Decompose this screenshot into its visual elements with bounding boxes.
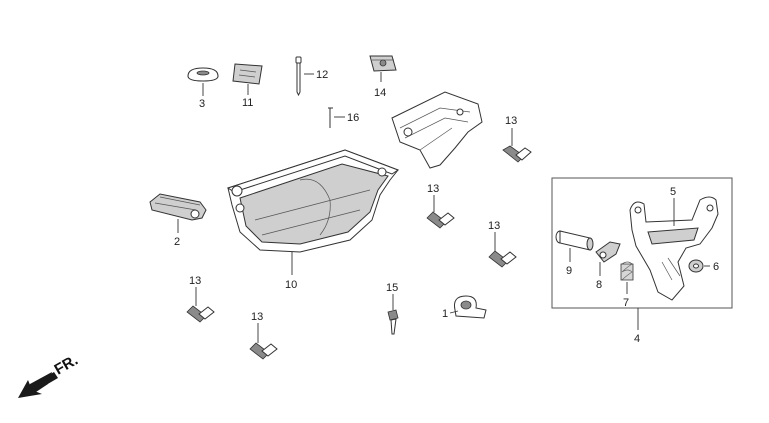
part-9-shaft: [555, 230, 594, 251]
part-5-hook-bracket: [629, 196, 719, 301]
callout-3: 3: [199, 98, 205, 110]
callout-4: 4: [634, 333, 640, 345]
part-15-screw: [387, 309, 399, 335]
part-13-bolt-e: [249, 342, 278, 360]
part-11-pad: [232, 63, 263, 85]
part-10-luggage-box: [226, 149, 400, 253]
part-7-spring: [620, 261, 634, 281]
callout-7: 7: [623, 297, 629, 309]
callout-13-f: 13: [251, 311, 263, 323]
callout-2: 2: [174, 236, 180, 248]
callout-10: 10: [285, 279, 297, 291]
callout-13-c: 13: [488, 220, 500, 232]
part-2-bracket: [149, 193, 207, 221]
part-16-small-pin: [328, 107, 333, 128]
front-direction-arrow: [18, 372, 58, 398]
callout-11: 11: [242, 97, 253, 109]
callout-6: 6: [713, 261, 719, 273]
callout-13-a: 13: [505, 115, 517, 127]
part-1-clamp: [454, 295, 487, 319]
callout-16: 16: [347, 112, 359, 124]
callout-13-b: 13: [427, 183, 439, 195]
part-8-lever: [595, 241, 621, 263]
part-13-bolt-a: [502, 145, 532, 163]
part-12-pin: [295, 56, 302, 97]
callout-1: 1: [442, 308, 448, 320]
part-13-bolt-b: [426, 211, 455, 229]
callout-8: 8: [596, 279, 602, 291]
callout-5: 5: [670, 186, 676, 198]
callout-12: 12: [316, 69, 328, 81]
part-13-bolt-c: [488, 250, 517, 268]
part-13-bolt-d: [186, 305, 215, 323]
part-3-cap: [187, 67, 219, 82]
front-direction-label: FR.: [52, 352, 81, 379]
callout-13-d: 13: [189, 275, 201, 287]
part-6-washer: [688, 259, 704, 273]
upper-bracket: [391, 91, 483, 169]
part-14-clip-nut: [369, 55, 397, 72]
callout-14: 14: [374, 87, 386, 99]
assembly-4-box: [551, 177, 733, 309]
callout-9: 9: [566, 265, 572, 277]
callout-15: 15: [386, 282, 398, 294]
